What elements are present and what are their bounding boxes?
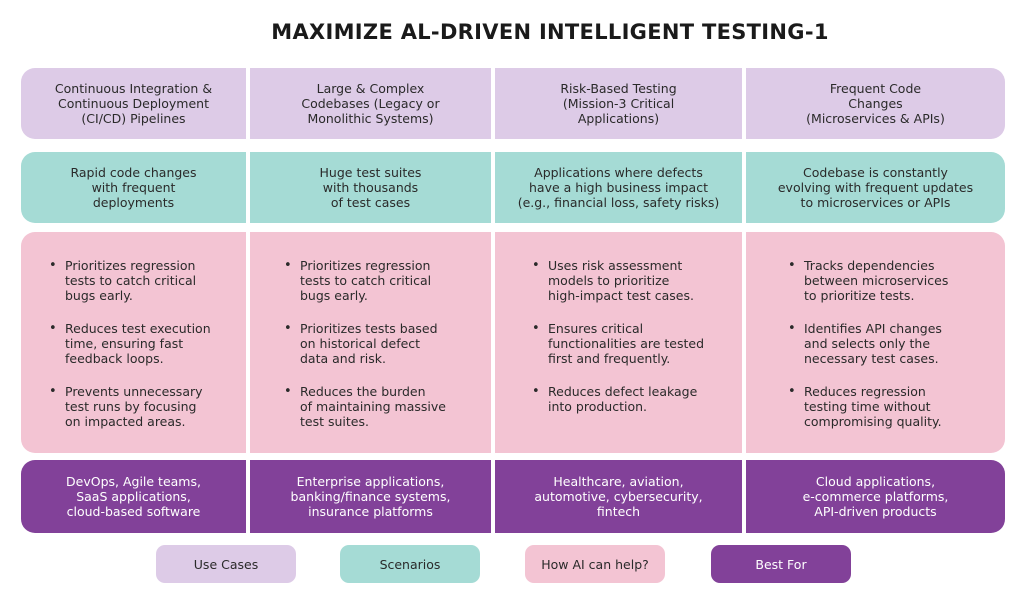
best-for-text: DevOps, Agile teams,SaaS applications,cl… bbox=[66, 474, 201, 519]
legend-scenarios: Scenarios bbox=[340, 545, 480, 583]
best-for-text: Cloud applications,e-commerce platforms,… bbox=[802, 474, 949, 519]
best-for-text: Enterprise applications,banking/finance … bbox=[290, 474, 451, 519]
use-case-text: Continuous Integration &Continuous Deplo… bbox=[54, 81, 213, 126]
best-for-text: Healthcare, aviation,automotive, cyberse… bbox=[534, 474, 703, 519]
legend-how-ai-can-help: How AI can help? bbox=[525, 545, 665, 583]
best-for-cell: DevOps, Agile teams,SaaS applications,cl… bbox=[21, 460, 246, 533]
use-case-cell: Continuous Integration &Continuous Deplo… bbox=[21, 68, 246, 139]
legend-best-for: Best For bbox=[711, 545, 851, 583]
best-for-cell: Enterprise applications,banking/finance … bbox=[250, 460, 491, 533]
best-for-cell: Healthcare, aviation,automotive, cyberse… bbox=[495, 460, 742, 533]
best-for-cell: Cloud applications,e-commerce platforms,… bbox=[746, 460, 1005, 533]
use-cases-row: Continuous Integration &Continuous Deplo… bbox=[21, 68, 1005, 139]
legend-use-cases: Use Cases bbox=[156, 545, 296, 583]
page-title: MAXIMIZE AL-DRIVEN INTELLIGENT TESTING-1 bbox=[271, 20, 829, 44]
best-for-row: DevOps, Agile teams,SaaS applications,cl… bbox=[21, 460, 1005, 533]
